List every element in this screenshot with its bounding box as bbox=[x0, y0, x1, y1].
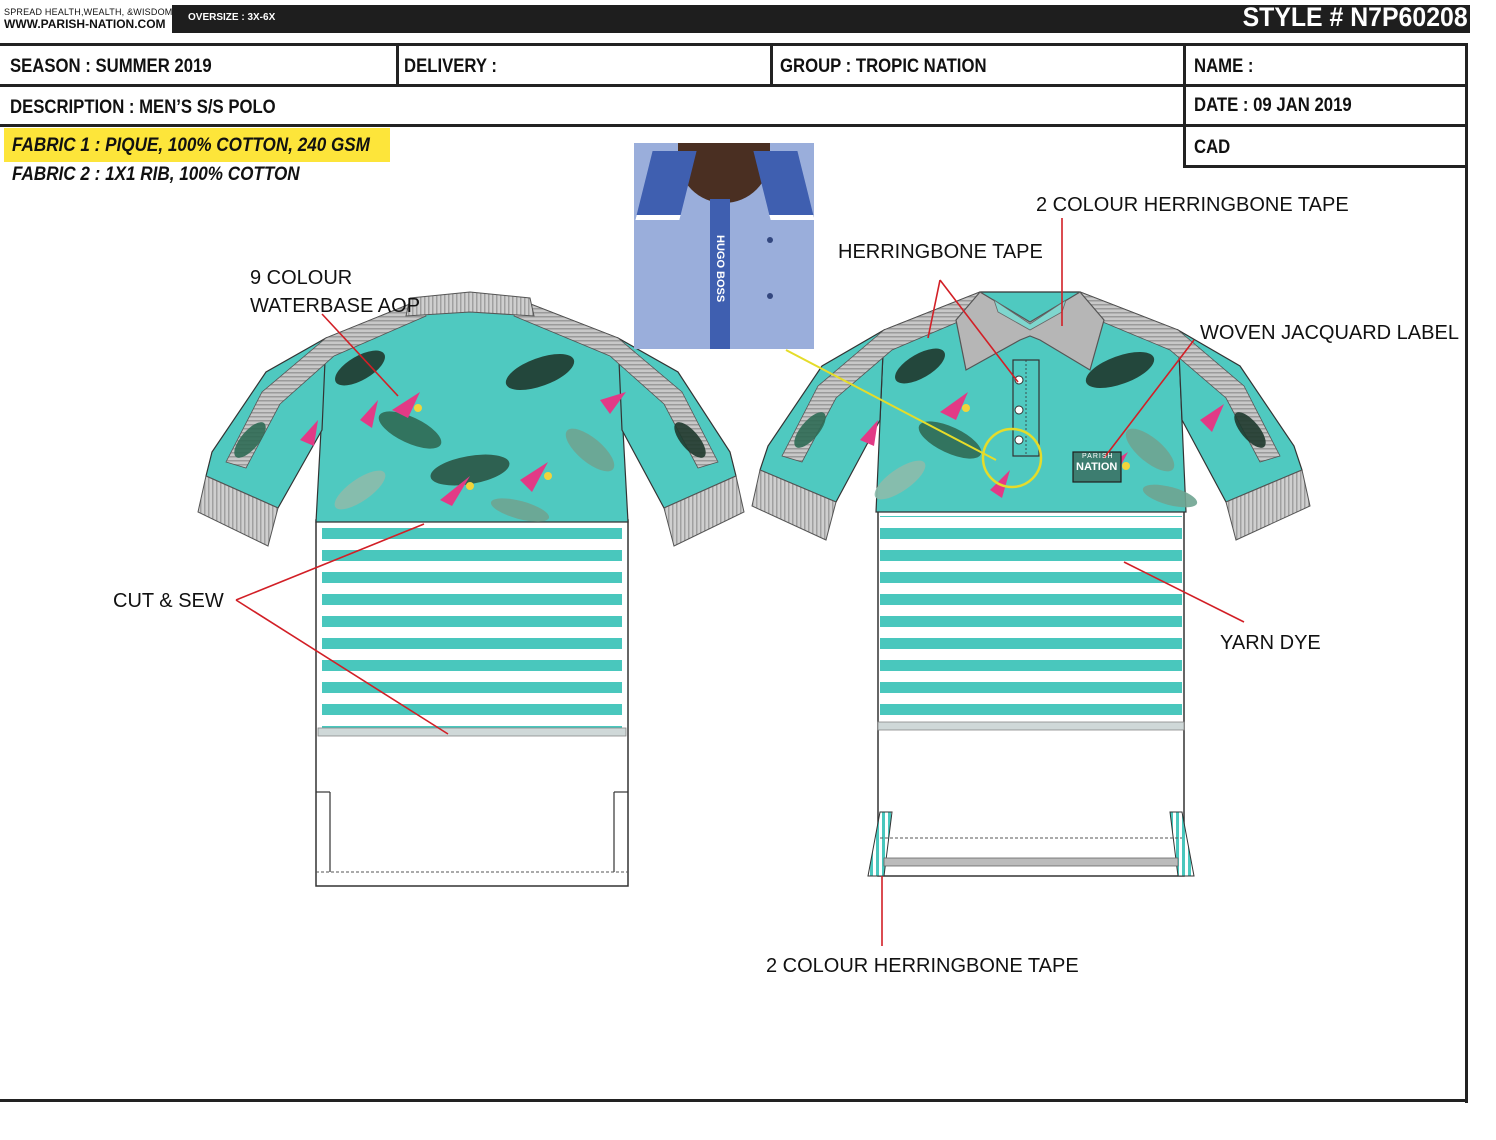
group-cell: GROUP : TROPIC NATION bbox=[780, 56, 987, 77]
table-border-top bbox=[0, 43, 1468, 46]
table-border-row2 bbox=[0, 124, 1468, 127]
brand-box bbox=[0, 5, 172, 33]
sheet-border-right bbox=[1465, 43, 1468, 1103]
oversize-label: OVERSIZE : 3X-6X bbox=[188, 12, 276, 23]
label-line-1: PARISH bbox=[1082, 453, 1114, 460]
callout-aop-line1: 9 COLOUR bbox=[250, 267, 353, 289]
fabric-2-text: FABRIC 2 : 1X1 RIB, 100% COTTON bbox=[12, 164, 300, 185]
table-divider-2 bbox=[770, 43, 773, 85]
fabric-1-highlight bbox=[4, 128, 390, 162]
photo-collar-left bbox=[635, 151, 697, 220]
table-border-row1 bbox=[0, 84, 1468, 87]
callout-2-colour-tape-bottom: 2 COLOUR HERRINGBONE TAPE bbox=[766, 955, 1079, 977]
fabric-1-text: FABRIC 1 : PIQUE, 100% COTTON, 240 GSM bbox=[12, 135, 370, 156]
photo-placket bbox=[710, 199, 730, 349]
style-number: STYLE # N7P60208 bbox=[1242, 2, 1468, 32]
season-cell: SEASON : SUMMER 2019 bbox=[10, 56, 212, 77]
front-view-shirt bbox=[751, 291, 1311, 877]
description-cell: DESCRIPTION : MEN’S S/S POLO bbox=[10, 97, 276, 118]
photo-placket-text: HUGO BOSS bbox=[714, 235, 726, 303]
sheet-border-bottom bbox=[0, 1099, 1468, 1102]
header-bar bbox=[0, 5, 1470, 33]
callout-aop-line2: WATERBASE AOP bbox=[250, 295, 421, 317]
callout-woven-label: WOVEN JACQUARD LABEL bbox=[1200, 322, 1459, 344]
date-cell: DATE : 09 JAN 2019 bbox=[1194, 95, 1352, 116]
table-divider-3 bbox=[1183, 43, 1186, 167]
callout-herringbone-tape: HERRINGBONE TAPE bbox=[838, 241, 1043, 263]
name-cell: NAME : bbox=[1194, 56, 1254, 77]
callout-cut-sew: CUT & SEW bbox=[113, 590, 224, 612]
callout-2-colour-tape-top: 2 COLOUR HERRINGBONE TAPE bbox=[1036, 194, 1349, 216]
callout-yarn-dye: YARN DYE bbox=[1220, 632, 1321, 654]
photo-collar-right bbox=[753, 151, 814, 220]
reference-photo: HUGO BOSS bbox=[634, 143, 814, 349]
delivery-cell: DELIVERY : bbox=[404, 56, 497, 77]
brand-website: WWW.PARISH-NATION.COM bbox=[4, 17, 166, 31]
brand-tagline: SPREAD HEALTH,WEALTH, &WISDOM bbox=[4, 7, 173, 17]
photo-button-icon bbox=[767, 293, 773, 299]
photo-button-icon bbox=[767, 237, 773, 243]
table-border-row3 bbox=[1183, 165, 1468, 168]
table-divider-1 bbox=[396, 43, 399, 85]
label-line-2: NATION bbox=[1076, 461, 1118, 473]
back-view-shirt bbox=[197, 291, 745, 887]
cad-cell: CAD bbox=[1194, 137, 1231, 158]
